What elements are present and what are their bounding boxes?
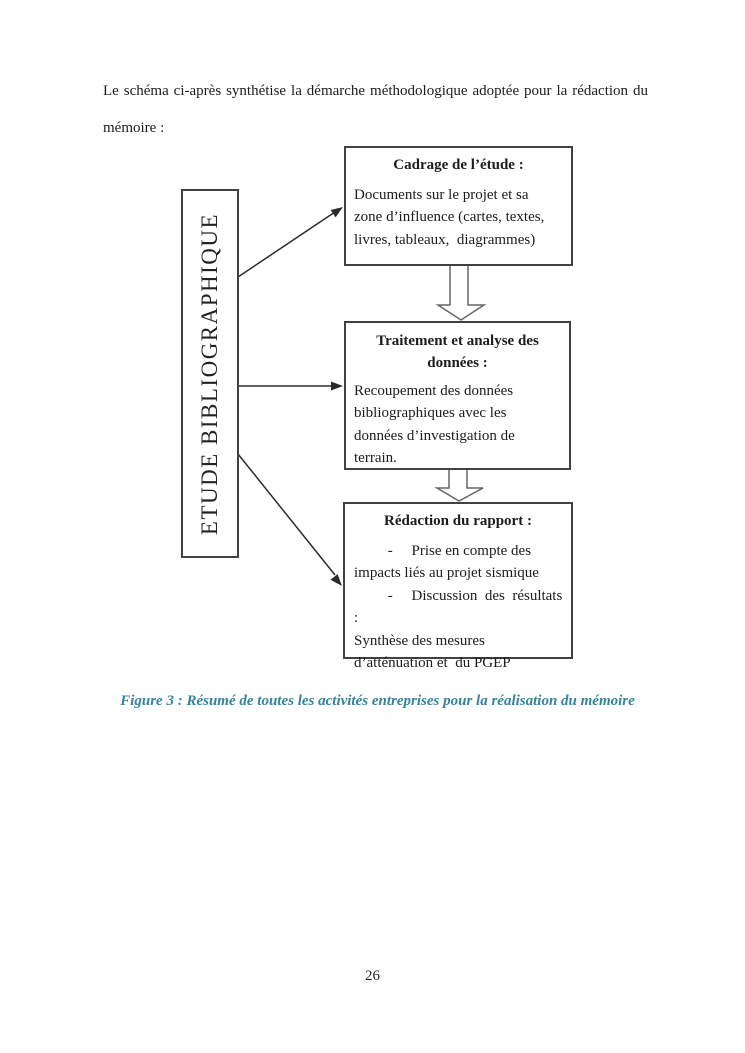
arrow-to-cadrage: [237, 207, 343, 278]
block-arrow-1-2: [435, 264, 487, 321]
traitement-box: Traitement et analyse des données : Reco…: [344, 321, 571, 470]
figure-caption: Figure 3 : Résumé de toutes les activité…: [120, 693, 635, 709]
traitement-box-body: Recoupement des données bibliographiques…: [354, 383, 515, 467]
intro-line-2: mémoire :: [103, 120, 165, 136]
traitement-box-title: Traitement et analyse des données :: [376, 333, 539, 371]
intro-paragraph: Le schéma ci-après synthétise la démarch…: [103, 73, 648, 147]
redaction-box-title: Rédaction du rapport :: [384, 513, 532, 529]
etude-bibliographique-label: ETUDE BIBLIOGRAPHIQUE: [197, 212, 222, 536]
cadrage-box: Cadrage de l’étude : Documents sur le pr…: [344, 146, 573, 266]
redaction-box: Rédaction du rapport : - Prise en compte…: [343, 502, 573, 671]
intro-line-1: Le schéma ci-après synthétise la démarch…: [103, 83, 648, 99]
page-number: 26: [365, 968, 380, 984]
block-arrow-2-3: [434, 468, 484, 502]
redaction-box-body: - Prise en compte des impacts liés au pr…: [354, 543, 563, 672]
etude-bibliographique-box: [181, 189, 239, 558]
cadrage-box-body: Documents sur le projet et sa zone d’inf…: [354, 187, 545, 248]
arrow-to-redaction: [237, 453, 342, 586]
arrow-to-traitement: [238, 381, 343, 391]
cadrage-box-title: Cadrage de l’étude :: [393, 157, 524, 173]
